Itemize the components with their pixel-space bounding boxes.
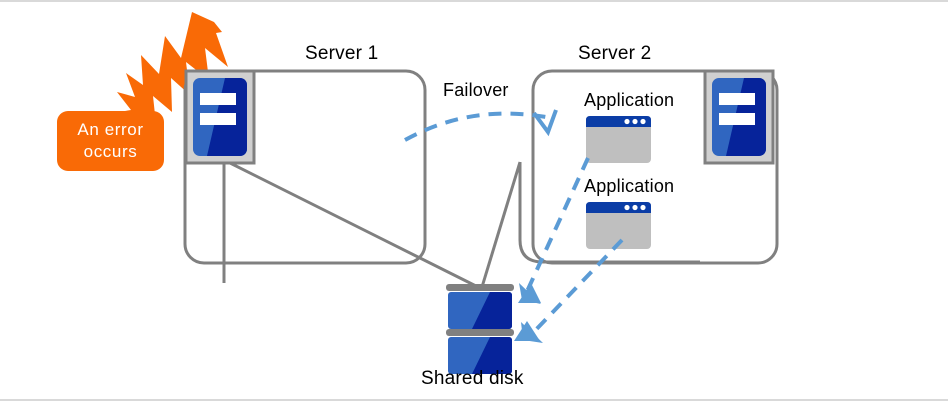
app1-to-disk-arrow bbox=[518, 157, 590, 304]
application-window-2 bbox=[586, 202, 651, 249]
failover-arrow bbox=[404, 109, 558, 142]
server-icon-1 bbox=[184, 69, 256, 165]
failover-label: Failover bbox=[443, 80, 509, 100]
error-burst-icon bbox=[113, 12, 228, 126]
server-icon-2 bbox=[703, 69, 775, 165]
server-2-label: Server 2 bbox=[578, 43, 652, 64]
error-callout-badge: An error occurs bbox=[57, 111, 164, 171]
shared-disk-icon bbox=[446, 284, 514, 374]
shared-disk-label: Shared disk bbox=[421, 368, 524, 389]
application-1-label: Application bbox=[584, 90, 675, 110]
disk-connector-lines bbox=[222, 158, 700, 289]
bottom-divider bbox=[0, 399, 948, 401]
server-1-label: Server 1 bbox=[305, 43, 379, 64]
error-callout-line-2: occurs bbox=[83, 142, 138, 161]
app2-to-disk-arrow bbox=[514, 238, 624, 343]
error-callout-line-1: An error bbox=[77, 120, 144, 139]
application-2-label: Application bbox=[584, 176, 675, 196]
top-divider bbox=[0, 0, 948, 2]
application-window-1 bbox=[586, 116, 651, 163]
